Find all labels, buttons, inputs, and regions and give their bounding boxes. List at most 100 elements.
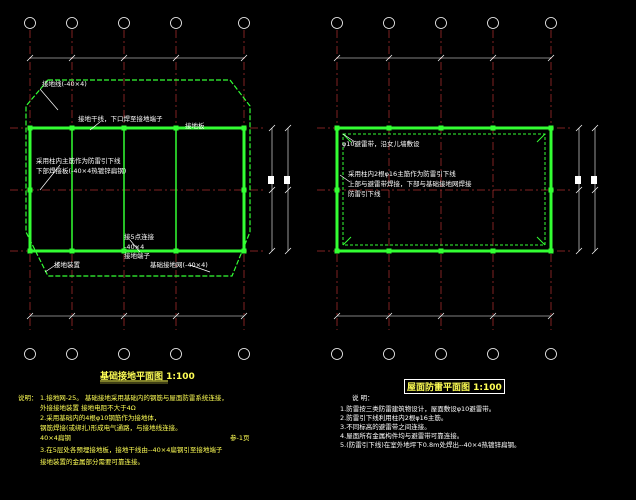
connection-point [334,187,340,193]
dim-marker [268,176,274,184]
dim-tick [591,186,599,194]
axis-bubble [487,348,499,360]
axis-bubble [383,348,395,360]
dim-tick [284,247,292,255]
axis-bubble [118,348,130,360]
left-annotation: 接地线(-40×4) [42,80,87,88]
dim-tick [575,186,583,194]
dim-tick [575,247,583,255]
left-notes-label: 说明： [18,394,38,402]
connection-point [173,248,179,254]
dim-tick [591,247,599,255]
dim-marker [591,176,597,184]
connection-point [69,125,75,131]
axis-bubble [66,17,78,29]
axis-bubble [170,17,182,29]
right-note-line: 2.防雷引下线利用柱内2根φ16主筋。 [340,414,448,422]
right-note-line: 5.(防雷引下线)在室外地坪下0.8m处焊出--40×4热镀锌扁钢。 [340,441,521,449]
connection-point [27,125,33,131]
right-annotation: 防雷引下线 [348,190,381,198]
right-annotation: φ10避雷带，沿女儿墙敷设 [342,140,420,148]
right-annotation: 上部与避雷带焊接，下部与基础接地网焊接 [348,180,472,188]
connection-point [121,125,127,131]
connection-point [173,125,179,131]
dim-tick [575,124,583,132]
left-annotation: 接5点连接 [124,233,155,241]
axis-bubble [24,17,36,29]
left-annotation: 接地板 [185,122,205,130]
left-note-line: 外接接地装置 接地电阻不大于4Ω [40,404,136,412]
connection-point [548,248,554,254]
axis-bubble [435,348,447,360]
dimension-lines [26,54,599,320]
right-plan-title: 屋面防雷平面图 1:100 [404,379,505,394]
connection-point [27,187,33,193]
axis-bubble [331,348,343,360]
left-annotation: 下部焊接板(-40×4热镀锌扁钢) [36,167,127,175]
connection-point [334,125,340,131]
grid-lines [10,30,571,330]
axis-bubbles [24,17,557,360]
roof-slope-line [342,133,352,143]
connection-point [121,248,127,254]
connection-point [548,125,554,131]
dim-marker [575,176,581,184]
axis-bubble [238,17,250,29]
connection-point [386,248,392,254]
left-note-line: 钢筋焊接(或绑扎)形成电气通路，与接地线连接。 [40,424,182,432]
roof-slope-line [536,236,546,246]
right-annotation: 采用柱内2根φ16主筋作为防雷引下线 [348,170,456,178]
left-annotation: 接地端子 [124,252,150,260]
axis-bubble [331,17,343,29]
dim-marker [284,176,290,184]
left-note-tag: 参-1页 [230,434,250,442]
connection-point [386,125,392,131]
connection-point [69,248,75,254]
right-note-line: 4.屋面所有金属构件均与避雷带可靠连接。 [340,432,464,440]
connection-point [27,248,33,254]
axis-bubble [170,348,182,360]
dim-tick [284,186,292,194]
left-note-line: 2.采用基础内的4根φ10钢筋作为接地体， [40,414,161,422]
right-note-line: 1.防雷按三类防雷建筑物设计，屋面敷设φ10避雷带。 [340,405,496,413]
dim-tick [284,124,292,132]
connection-point [438,125,444,131]
axis-bubble [24,348,36,360]
axis-bubble [118,17,130,29]
leader-lines [39,88,356,273]
connection-point [241,187,247,193]
axis-bubble [66,348,78,360]
left-plan-title: 基础接地平面图 1:100 [100,372,195,382]
dim-tick [591,124,599,132]
roof-slope-line [536,133,546,143]
left-annotation: 基础接地网(-40×4) [150,261,208,269]
left-note-line: 接地装置的金属部分需要可靠连接。 [40,458,144,466]
left-note-line: 40×4扁钢 [40,434,71,442]
axis-bubble [545,17,557,29]
left-note-line: 1.接地网-25。 基础接地采用基础内的钢筋与屋面防雷系统连接， [40,394,228,402]
right-note-line: 3.不同标高的避雷带之间连接。 [340,423,431,431]
grounding-ring [25,79,251,277]
connection-point [490,125,496,131]
left-note-line: 3.在5层处各预埋接地板，接地干线由--40×4扁钢引至接地端子 [40,446,223,454]
grounding-plan [25,79,251,277]
axis-bubble [487,17,499,29]
roof-plan [334,125,554,254]
right-notes-label: 说 明： [352,394,374,402]
connection-point [438,248,444,254]
connection-point [548,187,554,193]
dim-tick [268,186,276,194]
axis-bubble [435,17,447,29]
connection-point [241,125,247,131]
axis-bubble [238,348,250,360]
left-annotation: 接地装置 [54,261,80,269]
dim-tick [268,247,276,255]
left-annotation: 接地干线，下口焊至接地端子 [78,115,163,123]
axis-bubble [383,17,395,29]
connection-point [334,248,340,254]
roof-plan-inner [342,133,546,246]
connection-point [490,248,496,254]
roof-slope-line [342,236,352,246]
left-annotation: -40×4 [124,243,145,251]
